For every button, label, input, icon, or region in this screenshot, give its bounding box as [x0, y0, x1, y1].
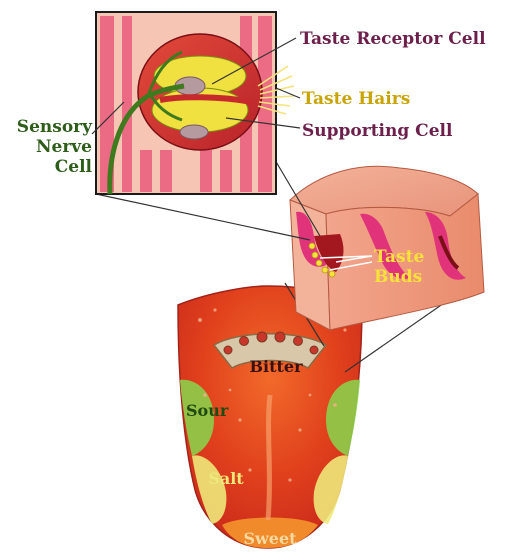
- label-taste-buds-line1: Taste: [374, 247, 424, 267]
- label-salt: Salt: [208, 469, 244, 488]
- label-sweet: Sweet: [243, 529, 297, 548]
- zoom-inset: [96, 12, 294, 194]
- label-sensory-line3: Cell: [55, 157, 93, 177]
- label-sensory-line2: Nerve: [36, 137, 92, 157]
- label-taste-receptor-cell: Taste Receptor Cell: [300, 29, 486, 49]
- label-sensory-line1: Sensory: [17, 117, 93, 137]
- label-supporting-cell: Supporting Cell: [302, 121, 453, 141]
- label-taste-buds-line2: Buds: [374, 267, 422, 287]
- label-taste-hairs: Taste Hairs: [302, 89, 410, 109]
- label-bitter: Bitter: [250, 357, 304, 376]
- label-sour: Sour: [186, 401, 229, 420]
- tongue-midline: [268, 395, 270, 520]
- receptor-cell-nucleus-bottom: [180, 125, 208, 139]
